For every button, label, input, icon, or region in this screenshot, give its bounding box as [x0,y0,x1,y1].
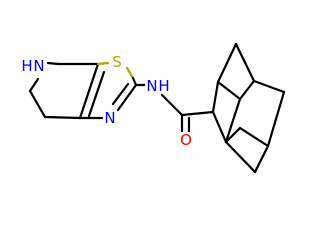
bond-n-thiazole-to-c2 [116,83,138,112]
bond-c6-to-c7 [28,89,47,119]
bond-ada-right-to-far-right [252,79,286,94]
label-bg-thiazole-n [103,110,117,126]
bond-ring-nh-to-c6 [28,77,40,93]
bond-ring-nh-to-c-upper [46,61,60,66]
label-bg-amide-nh [145,78,171,94]
thiazole-nitrogen-label: N [104,109,115,127]
structure-canvas: N H S N N H O [21,42,286,174]
label-bg-oxygen [178,132,194,149]
bond-c3a-to-c7a-double [78,62,100,120]
bond-ada-lower-right-to-bottom [253,144,270,174]
bond-ada-bottom-to-c3 [224,140,257,174]
bond-ada-far-right-to-lower-right [266,90,286,148]
ring-nitrogen-h-label: H [21,57,32,75]
bond-ada-mid-to-c3 [224,126,242,144]
bond-ada-lower-right-to-mid [238,126,270,148]
ring-nitrogen-label: N [33,57,44,75]
bond-ada-c1-to-inner [216,80,242,101]
molecule-diagram: N H S N N H O [21,42,286,174]
sulfur-label: S [112,53,122,71]
bond-n-thiazole-to-c2-double [111,82,130,106]
bond-carbonyl-c-to-adamantyl-c2 [180,110,215,117]
amide-nitrogen-label: N [146,77,157,95]
bond-ada-c1-to-top [216,42,238,84]
bond-c7-to-c7a [43,115,82,120]
bond-ada-c2-to-c3-lower [211,110,228,144]
amide-nitrogen-h-label: H [158,77,169,95]
bond-sulfur-to-c2 [125,66,135,80]
bond-ada-inner-to-right [238,79,256,101]
bond-amide-n-to-carbonyl-c [160,93,184,117]
oxygen-label: O [180,131,192,149]
bond-c2-to-c-sulfur-side [131,76,138,87]
bond-c3a-to-sulfur [96,61,110,66]
bond-ada-c3-to-lower-mid [224,97,242,144]
bond-c3a-to-c7a-double-inner [87,70,106,118]
bond-ada-top-to-right [234,42,256,83]
bond-ada-c2-to-c1-upper [211,80,220,114]
label-bg-sulfur [110,54,124,71]
label-bg-ring-nh [32,58,46,74]
